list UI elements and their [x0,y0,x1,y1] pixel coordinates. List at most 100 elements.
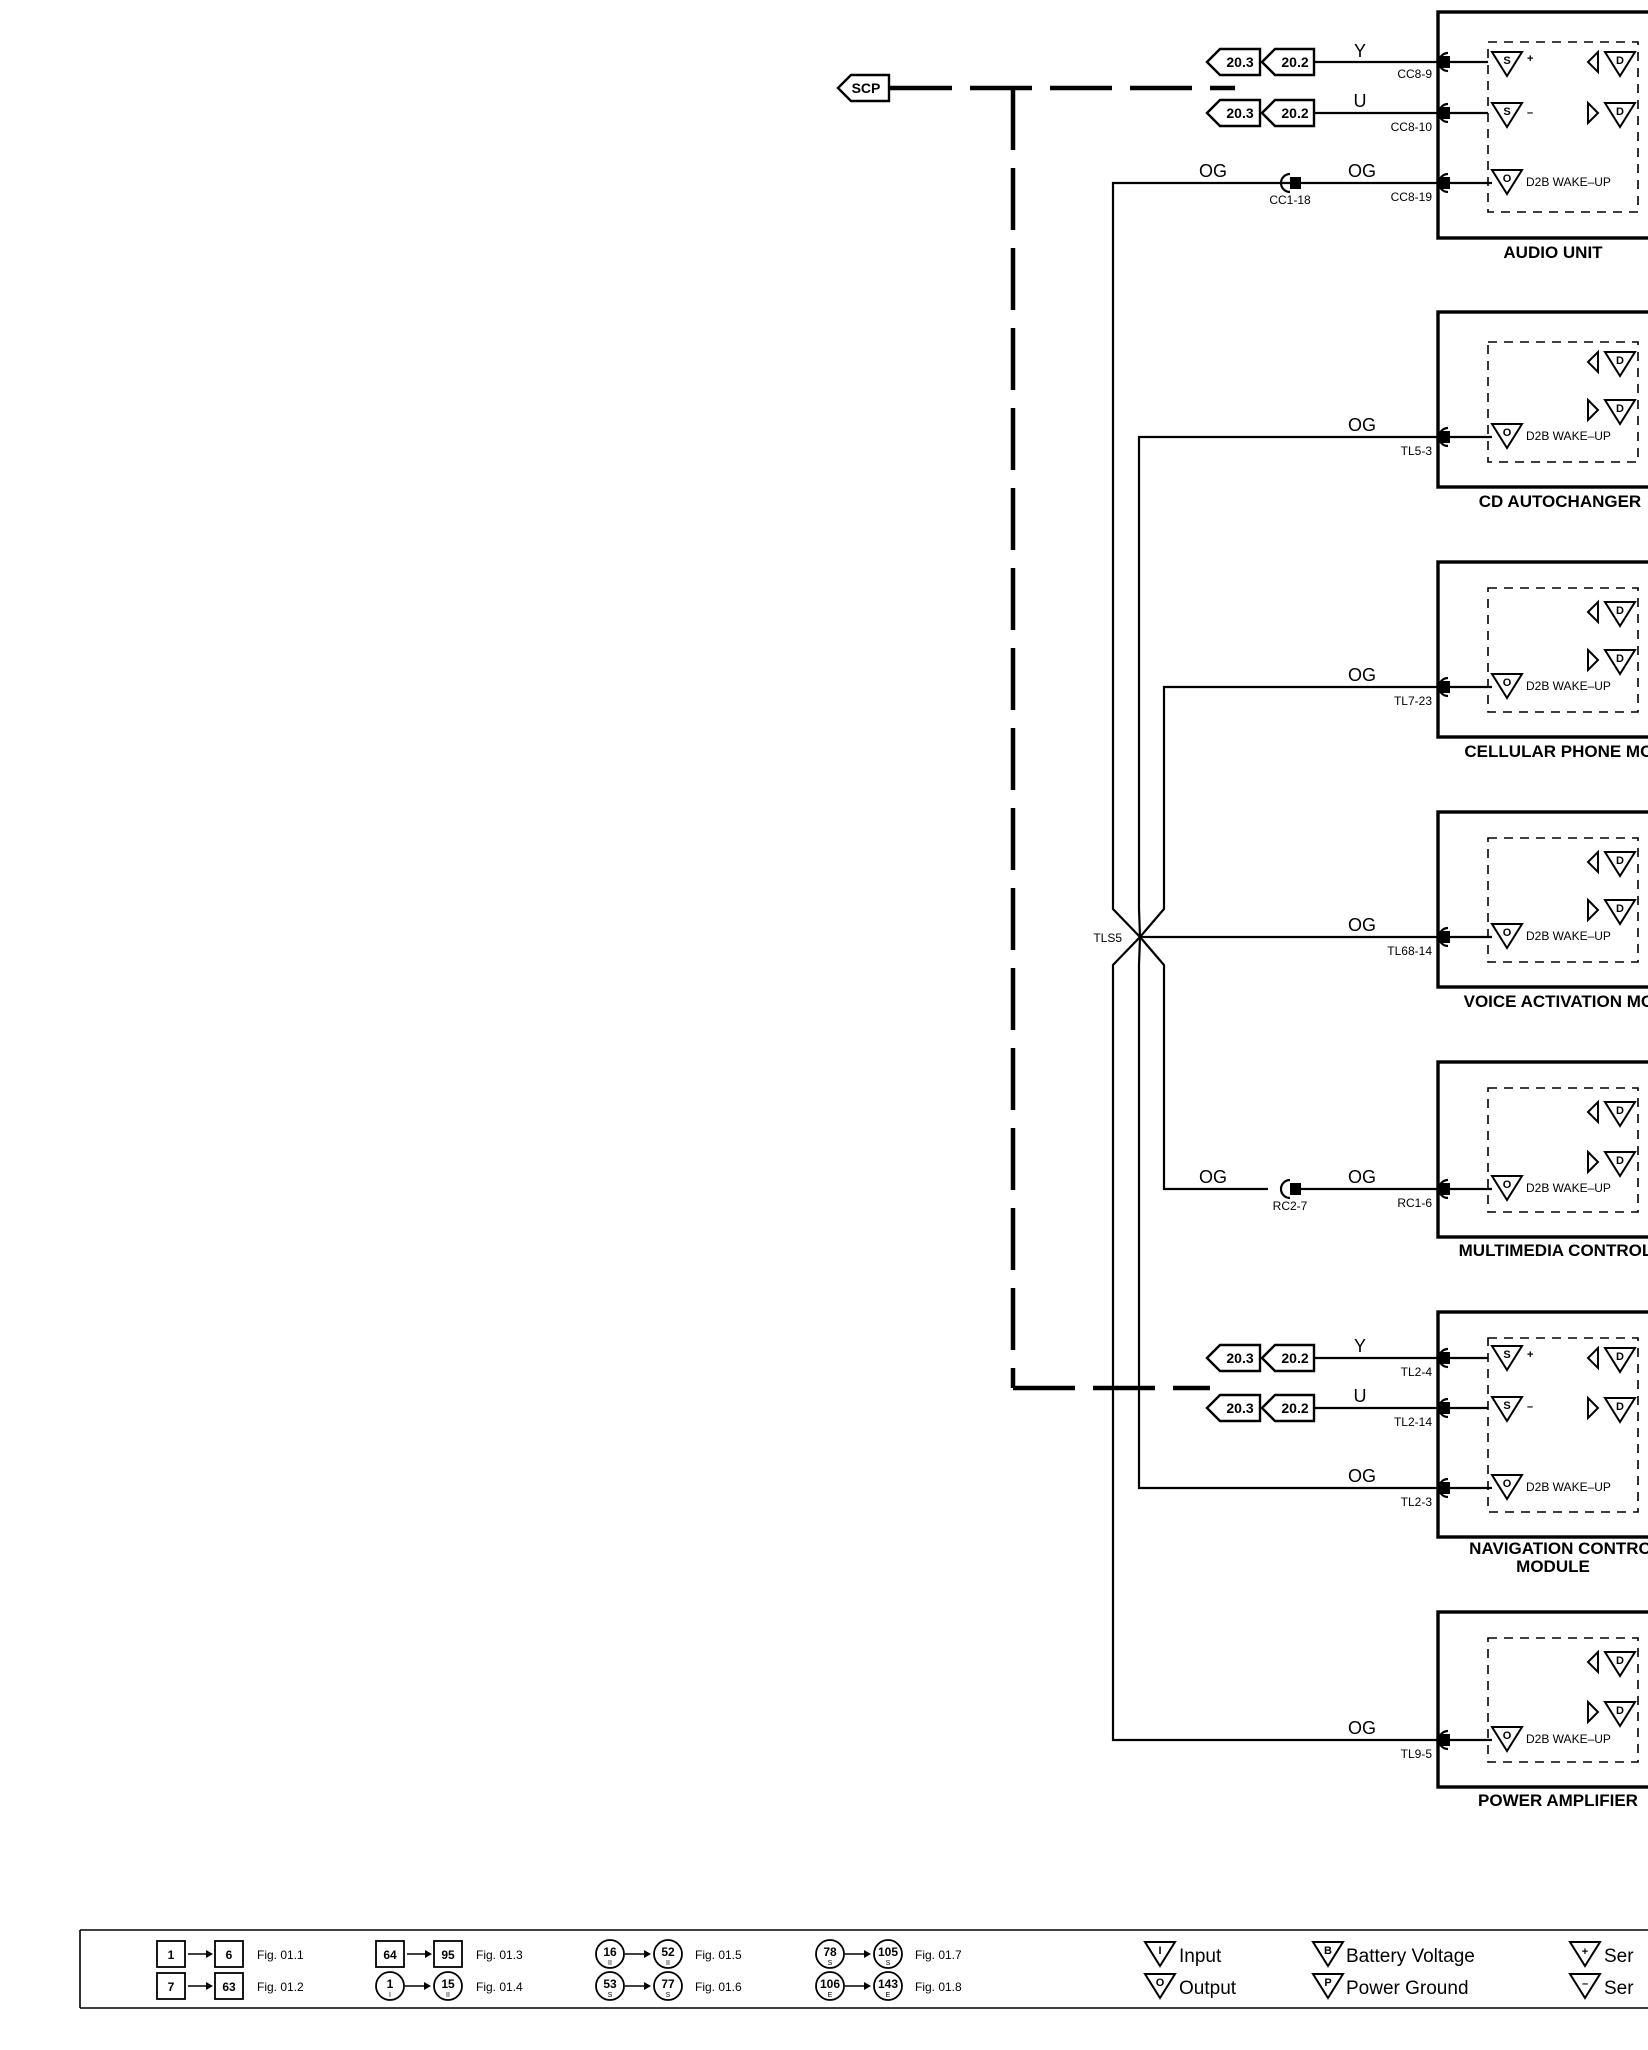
svg-text:CC8-19: CC8-19 [1391,190,1433,204]
svg-text:S: S [608,1992,613,1999]
svg-text:15: 15 [441,1977,455,1991]
svg-text:63: 63 [222,1980,236,1994]
svg-text:U: U [1354,1386,1367,1406]
wake-up-harness: TLS5 CC1-18 RC2-7 [1093,172,1438,1742]
svg-text:Ser: Ser [1604,1978,1634,1999]
svg-text:D: D [1616,403,1624,415]
svg-text:O: O [1503,677,1512,689]
svg-text:Output: Output [1179,1978,1237,1999]
svg-text:TL2-4: TL2-4 [1401,1365,1433,1379]
svg-text:D: D [1616,653,1624,665]
svg-text:20.2: 20.2 [1281,1400,1308,1416]
svg-text:95: 95 [441,1948,455,1962]
svg-text:77: 77 [661,1977,675,1991]
svg-text:–: – [1527,1401,1533,1413]
module-pin: CC8-9 [1397,51,1488,81]
svg-text:S: S [886,1960,891,1967]
svg-text:TL5-3: TL5-3 [1401,444,1433,458]
svg-text:I: I [1158,1945,1161,1957]
module-title: AUDIO UNIT [1503,243,1603,262]
legend-fig-ref: 106 E 143 E Fig. 01.8 [815,1971,962,2001]
module-pin: TL2-14 [1394,1397,1488,1429]
svg-text:Fig. 01.7: Fig. 01.7 [915,1948,962,1962]
svg-text:Ser: Ser [1604,1946,1634,1967]
ref-flag-pair: 20.3 20.2 U [1205,1386,1438,1423]
module-audio-unit: CC8-9 CC8-10 CC8-19 S + S – O D2B WAKE–U… [1391,10,1648,262]
svg-text:OG: OG [1348,1466,1376,1486]
svg-text:OG: OG [1199,161,1227,181]
module-multimedia-control: RC1-6 O D2B WAKE–UP D D MULTIMEDIA CONTR… [1397,1060,1648,1260]
svg-text:II: II [446,1992,450,1999]
module-pin: TL2-3 [1401,1477,1492,1509]
svg-text:D: D [1616,1155,1624,1167]
output-symbol: O D2B WAKE–UP [1490,673,1611,700]
svg-text:O: O [1503,173,1512,185]
svg-text:64: 64 [383,1948,397,1962]
legend-fig-ref: 53 S 77 S Fig. 01.6 [595,1971,742,2001]
module-cd-autochanger: TL5-3 O D2B WAKE–UP D D CD AUTOCHANGER [1401,310,1648,511]
legend: 1 6 Fig. 01.1 7 63 Fig. 01.2 64 95 Fig. … [79,1929,1648,2009]
module-pin: TL9-5 [1401,1729,1492,1761]
svg-text:S: S [828,1960,833,1967]
module-internal-boundary [1487,1637,1639,1763]
svg-text:20.3: 20.3 [1226,54,1253,70]
scp-network: SCP [836,73,1235,1391]
legend-input-symbol: I Input [1143,1941,1222,1968]
svg-text:D: D [1616,1351,1624,1363]
svg-text:D2B WAKE–UP: D2B WAKE–UP [1526,929,1611,943]
svg-text:D: D [1616,855,1624,867]
svg-text:O: O [1503,1179,1512,1191]
svg-text:D2B WAKE–UP: D2B WAKE–UP [1526,1480,1611,1494]
module-box [1436,1610,1648,1789]
svg-text:CC8-10: CC8-10 [1391,120,1433,134]
data-symbols: D D [1586,49,1637,129]
scp-flag [836,73,891,103]
svg-text:Y: Y [1354,41,1366,61]
legend-fig-ref: 7 63 Fig. 01.2 [156,1972,304,2000]
svg-text:O: O [1503,427,1512,439]
legend-fig-ref: 64 95 Fig. 01.3 [375,1940,523,1968]
svg-text:O: O [1503,927,1512,939]
svg-text:TL2-3: TL2-3 [1401,1495,1433,1509]
svg-text:Power Ground: Power Ground [1346,1978,1469,1999]
svg-text:52: 52 [661,1945,675,1959]
svg-text:S: S [1503,55,1510,67]
module-pin: TL5-3 [1401,426,1492,458]
svg-text:OG: OG [1199,1167,1227,1187]
svg-text:D: D [1616,1705,1624,1717]
scp-label: SCP [852,80,881,96]
svg-text:Battery Voltage: Battery Voltage [1346,1946,1475,1967]
ref-flag-pair: 20.3 20.2 Y [1205,41,1438,77]
module-title-line2: MODULE [1516,1557,1590,1576]
svg-text:CC8-9: CC8-9 [1397,67,1432,81]
module-voice-activation: TL68-14 O D2B WAKE–UP D D VOICE ACTIVATI… [1387,810,1648,1011]
svg-text:D: D [1616,1105,1624,1117]
svg-text:–: – [1527,107,1533,119]
module-box [1436,1060,1648,1239]
svg-text:P: P [1324,1977,1331,1989]
svg-text:20.3: 20.3 [1226,1350,1253,1366]
module-title: CD AUTOCHANGER [1479,492,1641,511]
legend-fig-ref: 1 6 Fig. 01.1 [156,1940,304,1968]
svg-text:Fig. 01.5: Fig. 01.5 [695,1948,742,1962]
module-title: MULTIMEDIA CONTROL I [1459,1241,1648,1260]
svg-text:D2B WAKE–UP: D2B WAKE–UP [1526,429,1611,443]
svg-text:O: O [1503,1730,1512,1742]
svg-text:6: 6 [226,1948,233,1962]
signal-minus-symbol: S – [1490,102,1533,129]
svg-text:II: II [666,1960,670,1967]
svg-text:TL68-14: TL68-14 [1387,944,1432,958]
svg-text:Fig. 01.8: Fig. 01.8 [915,1980,962,1994]
svg-text:D: D [1616,106,1624,118]
svg-text:D: D [1616,1401,1624,1413]
module-cellular-phone: TL7-23 O D2B WAKE–UP D D CELLULAR PHONE … [1394,560,1648,761]
svg-text:106: 106 [820,1977,840,1991]
module-pin: TL68-14 [1387,926,1492,958]
svg-text:II: II [608,1960,612,1967]
module-power-amplifier: TL9-5 O D2B WAKE–UP D D POWER AMPLIFIER [1401,1610,1648,1810]
svg-text:20.3: 20.3 [1226,1400,1253,1416]
module-box [1436,10,1648,240]
svg-text:RC2-7: RC2-7 [1273,1199,1308,1213]
svg-text:TL9-5: TL9-5 [1401,1747,1433,1761]
